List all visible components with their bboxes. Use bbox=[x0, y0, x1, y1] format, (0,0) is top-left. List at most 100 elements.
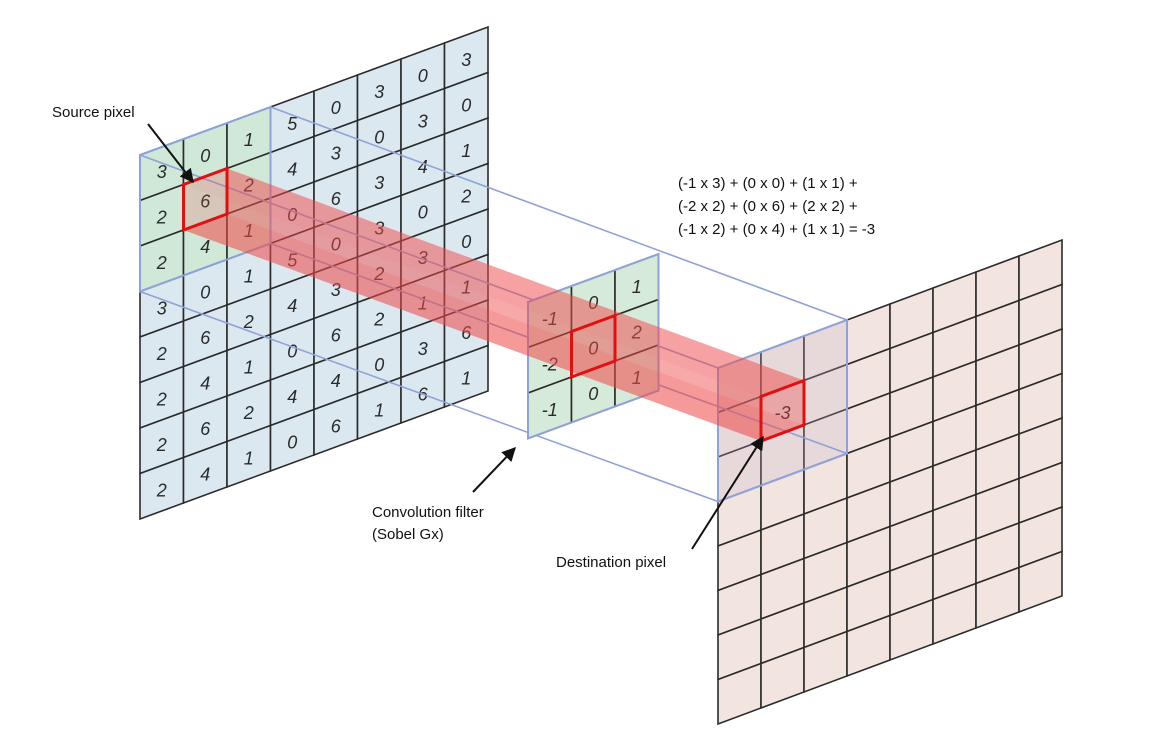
source-cell-value: 0 bbox=[331, 235, 341, 255]
formula-line-3: (-1 x 2) + (0 x 4) + (1 x 1) = -3 bbox=[678, 221, 875, 238]
source-cell-value: 0 bbox=[200, 146, 210, 166]
source-cell-value: 1 bbox=[461, 278, 471, 298]
source-cell-value: 0 bbox=[200, 283, 210, 303]
source-cell-value: 0 bbox=[287, 205, 297, 225]
filter-cell-value: -2 bbox=[542, 355, 558, 375]
source-cell bbox=[443, 344, 489, 409]
source-cell-value: 6 bbox=[200, 328, 211, 348]
beam-side-face bbox=[227, 168, 804, 425]
source-pixel-arrow bbox=[147, 123, 194, 184]
source-cell-value: 6 bbox=[461, 323, 472, 343]
source-cell-value: 2 bbox=[156, 208, 167, 228]
filter-cell-value: 0 bbox=[588, 293, 598, 313]
source-cell-value: 0 bbox=[287, 342, 297, 362]
source-cell-value: 0 bbox=[331, 98, 341, 118]
source-cell-value: 1 bbox=[418, 294, 428, 314]
filter-cell-value: 2 bbox=[631, 323, 642, 343]
source-cell-value: 6 bbox=[331, 189, 342, 209]
source-cell-value: 3 bbox=[374, 173, 384, 193]
source-cell-value: 2 bbox=[156, 253, 167, 273]
source-cell-value: 0 bbox=[461, 232, 471, 252]
source-cell-value: 2 bbox=[243, 403, 254, 423]
source-cell-value: 2 bbox=[156, 435, 167, 455]
source-cell-value: 0 bbox=[374, 128, 384, 148]
frustum-edge bbox=[270, 106, 848, 321]
source-cell-value: 2 bbox=[156, 344, 167, 364]
source-cell-value: 3 bbox=[331, 280, 341, 300]
filter-cell-value: 1 bbox=[632, 368, 642, 388]
beam-bottom-face bbox=[183, 214, 804, 441]
source-image-grid: 3 0 1 5 0 3 0 3 2 6 2 4 3 0 3 0 2 4 1 0 6 3 4 1 3 0 1 5 0 3 0 2 2 6 2 4 3 2 3 0… bbox=[139, 25, 489, 521]
formula-line-1: (-1 x 3) + (0 x 0) + (1 x 1) + bbox=[678, 175, 858, 192]
source-cell-value: 2 bbox=[156, 390, 167, 410]
source-cell-value: 3 bbox=[157, 162, 167, 182]
filter-cell-value: 0 bbox=[588, 339, 598, 359]
source-cell-value: 4 bbox=[287, 296, 297, 316]
source-cell-value: 6 bbox=[331, 326, 342, 346]
source-cell-value: 4 bbox=[287, 387, 297, 407]
formula-line-2: (-2 x 2) + (0 x 6) + (2 x 2) + bbox=[678, 198, 858, 215]
source-cell-value: 2 bbox=[373, 264, 384, 284]
source-cell-value: 4 bbox=[200, 374, 210, 394]
source-cell-value: 6 bbox=[200, 419, 211, 439]
destination-pixel-arrow bbox=[691, 435, 764, 550]
source-cell-value: 3 bbox=[418, 248, 428, 268]
source-cell-value: 2 bbox=[156, 481, 167, 501]
highlight-outlines bbox=[182, 166, 806, 444]
source-cell-value: 3 bbox=[331, 144, 341, 164]
source-cell-value: 2 bbox=[460, 187, 471, 207]
source-cell-value: 1 bbox=[244, 267, 254, 287]
filter-arrow bbox=[472, 446, 516, 493]
source-cell-value: 4 bbox=[331, 371, 341, 391]
filter-label-line1: Convolution filter bbox=[372, 504, 484, 521]
convolution-filter-grid: -101-202-101 bbox=[527, 252, 660, 440]
filter-cell-value: 1 bbox=[632, 277, 642, 297]
source-cell-value: 1 bbox=[461, 369, 471, 389]
source-cell-value: 3 bbox=[157, 299, 167, 319]
source-cell-value: 2 bbox=[243, 176, 254, 196]
source-cell-value: 1 bbox=[244, 358, 254, 378]
source-cell-value: 3 bbox=[418, 339, 428, 359]
filter-label-line2: (Sobel Gx) bbox=[372, 526, 444, 543]
filter-cell-value: 0 bbox=[588, 384, 598, 404]
destination-value: -3 bbox=[774, 403, 790, 423]
filter-outline bbox=[527, 252, 660, 440]
source-cell-value: 1 bbox=[461, 141, 471, 161]
source-cell-value: 1 bbox=[244, 449, 254, 469]
source-cell-value: 3 bbox=[374, 82, 384, 102]
source-cell-value: 6 bbox=[331, 417, 342, 437]
source-cell-value: 1 bbox=[244, 130, 254, 150]
frustum-edge bbox=[139, 290, 719, 503]
projection-beam bbox=[183, 168, 804, 441]
source-window-outline bbox=[139, 105, 272, 293]
source-cell-value: 2 bbox=[243, 312, 254, 332]
source-cell-value: 0 bbox=[461, 96, 471, 116]
filter-cell-value: -1 bbox=[542, 309, 558, 329]
source-cell-value: 0 bbox=[418, 203, 428, 223]
source-cell-value: 5 bbox=[287, 251, 298, 271]
source-cell-value: 1 bbox=[374, 401, 384, 421]
filter-center-highlight bbox=[570, 313, 617, 380]
destination-cell bbox=[1018, 550, 1063, 614]
source-cell-value: 3 bbox=[461, 50, 471, 70]
source-cell-value: 3 bbox=[374, 219, 384, 239]
destination-window-outline bbox=[717, 318, 848, 503]
source-cell-value: 4 bbox=[200, 465, 210, 485]
source-cell-value: 1 bbox=[244, 221, 254, 241]
destination-pixel-highlight bbox=[759, 378, 806, 444]
source-cell-value: 4 bbox=[418, 157, 428, 177]
source-pixel-highlight bbox=[182, 166, 229, 233]
source-pixel-label: Source pixel bbox=[52, 104, 135, 121]
source-cell-value: 6 bbox=[200, 192, 211, 212]
destination-image-grid: -3 bbox=[717, 238, 1063, 726]
destination-pixel-label: Destination pixel bbox=[556, 554, 666, 571]
source-cell-value: 3 bbox=[418, 112, 428, 132]
source-cell-value: 2 bbox=[373, 310, 384, 330]
source-cell-value: 4 bbox=[287, 160, 297, 180]
source-cell-value: 0 bbox=[374, 355, 384, 375]
source-cell-value: 0 bbox=[287, 433, 297, 453]
source-cell-value: 5 bbox=[287, 114, 298, 134]
source-cell-value: 0 bbox=[418, 66, 428, 86]
beam-near-face bbox=[183, 184, 761, 441]
